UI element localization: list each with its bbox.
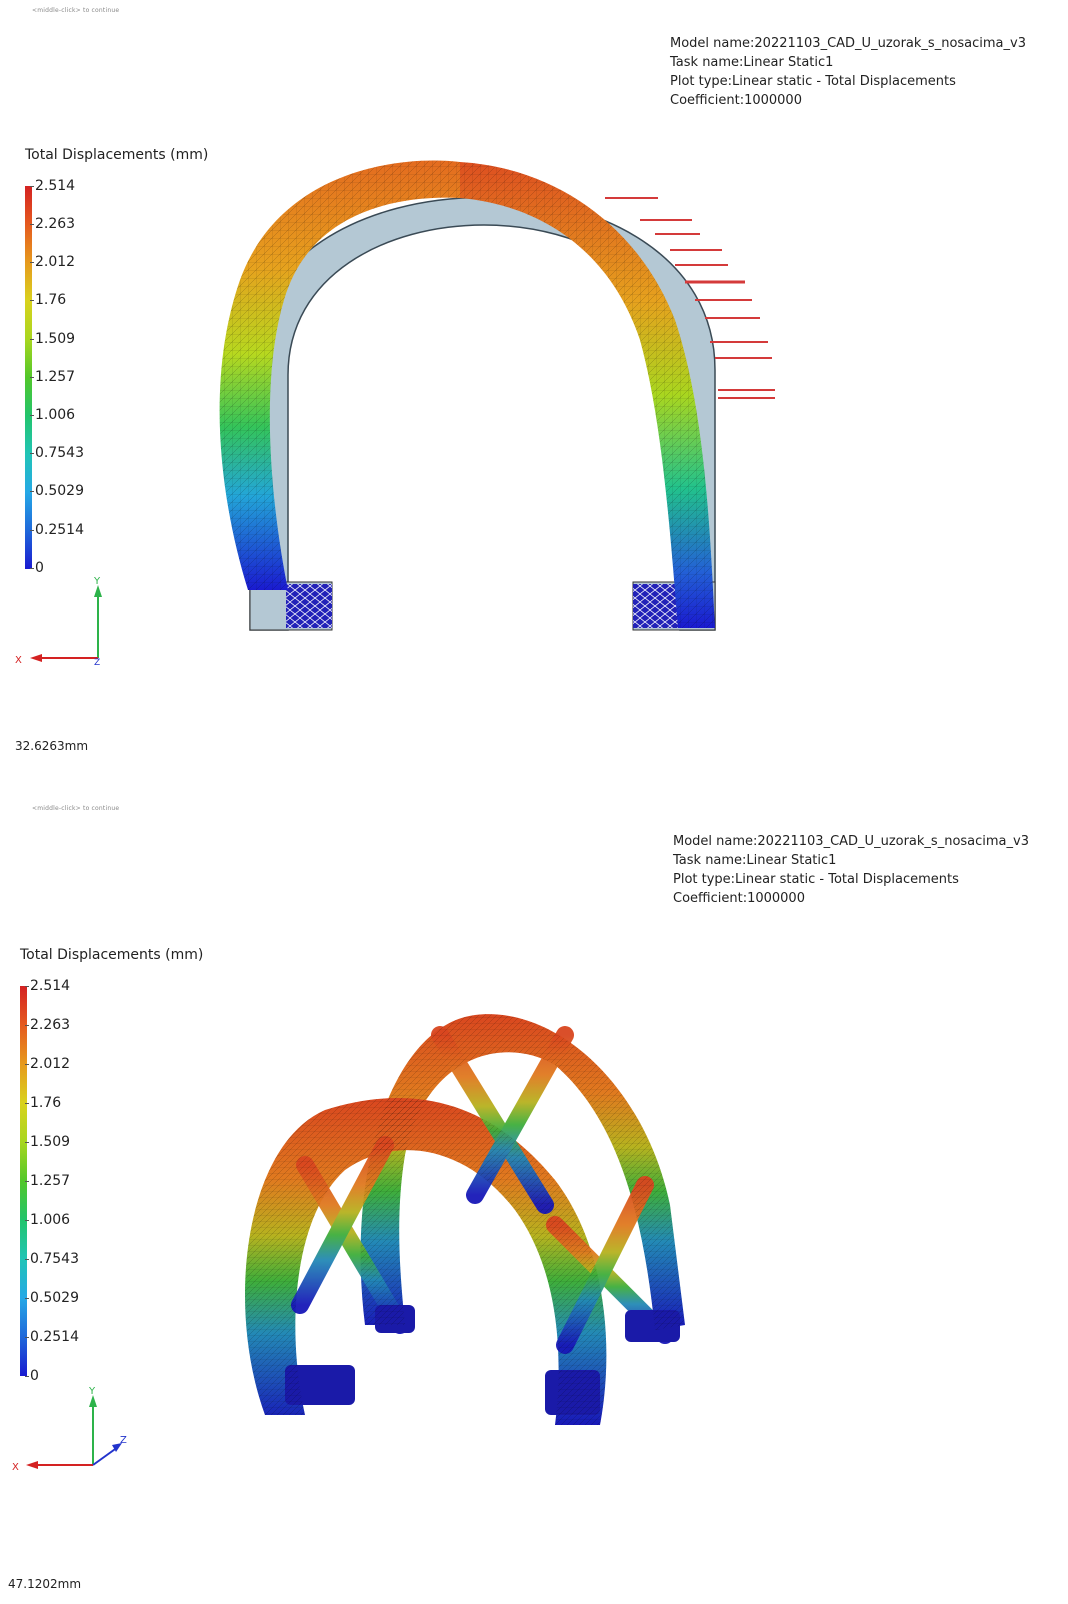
legend-tick: 2.263	[29, 216, 76, 232]
axis-z-label: Z	[94, 658, 100, 668]
legend-tick: 1.76	[24, 1095, 62, 1111]
legend-tick: 1.006	[24, 1212, 71, 1228]
legend-tick: 2.012	[24, 1056, 71, 1072]
result-viewport-iso[interactable]: <middle-click> to continue Model name:20…	[0, 800, 1068, 1604]
legend-tick: 2.514	[29, 178, 76, 194]
model-iso-view	[245, 1014, 685, 1425]
legend-tick: 1.257	[24, 1173, 71, 1189]
undeformed-shape	[249, 196, 716, 631]
coefficient: Coefficient:1000000	[670, 93, 802, 108]
study-info: Model name:20221103_CAD_U_uzorak_s_nosac…	[670, 34, 1026, 110]
axis-y-label: Y	[88, 1386, 96, 1397]
result-viewport-front[interactable]: <middle-click> to continue Model name:20…	[0, 0, 1068, 800]
legend-title: Total Displacements (mm)	[25, 147, 209, 163]
legend-tick: 0.7543	[25, 1251, 79, 1267]
plot-type: Plot type:Linear static - Total Displace…	[670, 74, 956, 89]
scale-readout: 47.1202mm	[8, 1577, 82, 1591]
legend-tick: 1.006	[29, 407, 76, 423]
model-name: Model name:20221103_CAD_U_uzorak_s_nosac…	[670, 36, 1026, 51]
plot-type: Plot type:Linear static - Total Displace…	[673, 872, 959, 887]
legend-tick: 1.509	[24, 1134, 71, 1150]
color-scale-bar	[25, 186, 32, 569]
axis-x-label: X	[15, 655, 22, 666]
legend-tick: 0.5029	[30, 483, 84, 499]
axis-y-label: Y	[93, 576, 101, 587]
study-info: Model name:20221103_CAD_U_uzorak_s_nosac…	[673, 832, 1029, 908]
axis-triad: Y X Z	[12, 1386, 127, 1473]
legend-tick: 1.509	[29, 331, 76, 347]
legend-tick: 0.2514	[25, 1329, 79, 1345]
load-arrows	[605, 197, 775, 399]
continue-hint: <middle-click> to continue	[32, 805, 120, 812]
task-name: Task name:Linear Static1	[670, 55, 834, 70]
legend-tick: 2.012	[29, 254, 76, 270]
legend-tick: 1.76	[29, 292, 67, 308]
scale-readout: 32.6263mm	[15, 739, 89, 753]
legend-tick: 2.514	[24, 978, 71, 994]
continue-hint: <middle-click> to continue	[32, 7, 120, 14]
legend-tick: 0	[30, 560, 44, 576]
model-front-view	[219, 160, 775, 631]
legend-title: Total Displacements (mm)	[20, 947, 204, 963]
axis-triad: Y X Z	[15, 576, 102, 668]
legend-tick: 0.2514	[30, 522, 84, 538]
legend-tick: 0.5029	[25, 1290, 79, 1306]
model-name: Model name:20221103_CAD_U_uzorak_s_nosac…	[673, 834, 1029, 849]
legend-tick: 2.263	[24, 1017, 71, 1033]
legend-tick: 1.257	[29, 369, 76, 385]
legend-tick: 0	[25, 1368, 39, 1384]
coefficient: Coefficient:1000000	[673, 891, 805, 906]
legend-tick: 0.7543	[30, 445, 84, 461]
axis-x-label: X	[12, 1462, 19, 1473]
task-name: Task name:Linear Static1	[673, 853, 837, 868]
color-scale-bar	[20, 986, 27, 1376]
axis-z-label: Z	[120, 1435, 127, 1446]
